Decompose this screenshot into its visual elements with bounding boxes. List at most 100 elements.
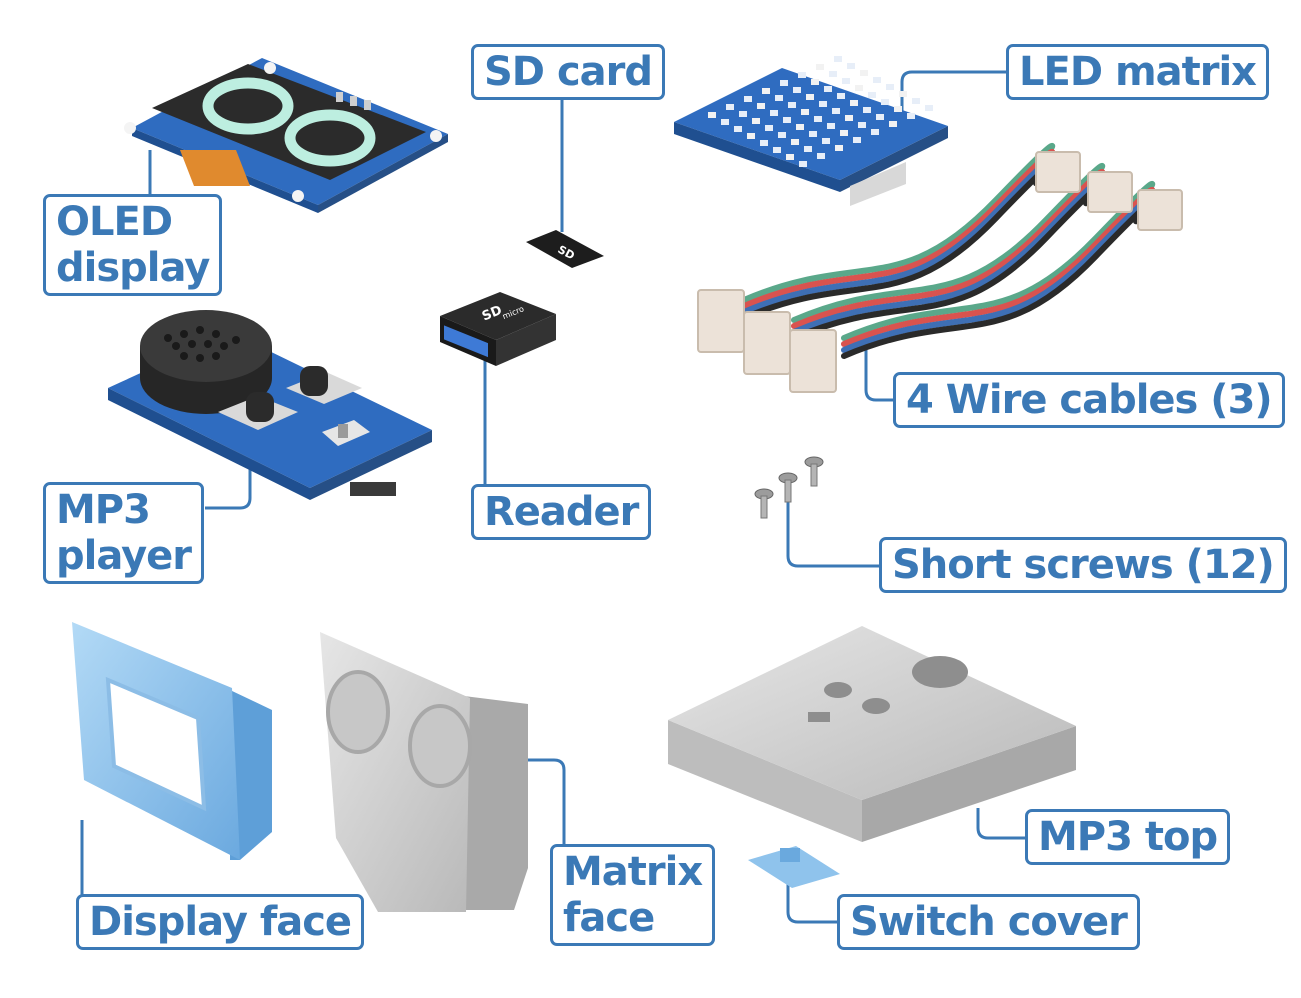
led-pixel: [822, 138, 830, 144]
oled-hole: [264, 62, 276, 74]
speaker-hole: [172, 342, 180, 350]
led-pixel: [780, 80, 788, 86]
mp3-player-part: [108, 310, 432, 500]
led-pixel: [801, 109, 809, 115]
led-pixel: [829, 71, 837, 77]
wire-connectors: [697, 151, 1183, 393]
speaker-hole: [164, 334, 172, 342]
leader-short-screws: [786, 500, 882, 568]
speaker-hole: [220, 342, 228, 350]
label-oled-display-line2: display: [56, 245, 210, 291]
speaker-hole: [180, 330, 188, 338]
mp3-top-hole: [912, 656, 968, 688]
led-matrix-edge-right: [840, 126, 948, 192]
switch-cover-base: [748, 846, 840, 888]
label-mp3-player-line2: player: [56, 533, 192, 579]
led-pixel: [871, 129, 879, 135]
led-pixel: [842, 78, 850, 84]
label-display-face: Display face: [76, 894, 365, 950]
leader-mp3-top: [976, 808, 1026, 840]
led-pixel: [791, 139, 799, 145]
speaker-hole: [204, 340, 212, 348]
mp3-pcb-edge: [108, 388, 310, 500]
oled-pcb-edge-right: [318, 134, 448, 213]
led-pixel: [837, 93, 845, 99]
leader-mp3-player: [205, 462, 252, 510]
label-short-screws: Short screws (12): [879, 537, 1287, 593]
led-pixel: [786, 154, 794, 160]
led-pixel: [847, 63, 855, 69]
oled-hole: [292, 190, 304, 202]
oled-pin: [350, 96, 357, 106]
sd-card-body: [526, 230, 604, 268]
matrix-face-side: [464, 696, 528, 910]
speaker-hole: [188, 340, 196, 348]
led-pixel: [765, 125, 773, 131]
label-switch-cover: Switch cover: [837, 894, 1140, 950]
led-pixel: [907, 113, 915, 119]
mp3-pcb-edge-right: [310, 430, 432, 500]
led-pixel: [824, 86, 832, 92]
label-led-matrix: LED matrix: [1006, 44, 1269, 100]
led-pixel: [858, 122, 866, 128]
led-matrix-connector: [850, 162, 906, 206]
wire-connector: [1137, 189, 1183, 231]
led-pixel: [819, 101, 827, 107]
mp3-switch-knob: [338, 424, 348, 438]
matrix-face-part: [320, 632, 528, 912]
led-pixel: [778, 132, 786, 138]
led-pixel: [783, 117, 791, 123]
oled-pin: [364, 100, 371, 110]
speaker-hole: [212, 352, 220, 360]
mp3-top-hole: [862, 698, 890, 714]
oled-flex-cable: [180, 150, 250, 186]
led-pixel: [762, 88, 770, 94]
wire-connector: [789, 329, 837, 393]
led-pixel: [757, 103, 765, 109]
short-screws-part: [754, 456, 824, 519]
led-pixel: [860, 70, 868, 76]
led-pixel: [798, 72, 806, 78]
leader-switch-cover: [786, 878, 838, 924]
led-pixel: [827, 123, 835, 129]
led-pixel: [889, 121, 897, 127]
led-pixel: [788, 102, 796, 108]
wire-connector: [1087, 171, 1133, 213]
label-reader: Reader: [471, 484, 652, 540]
label-sd-card: SD card: [471, 44, 665, 100]
led-pixel: [845, 115, 853, 121]
reader-logo: SD: [480, 303, 504, 325]
led-pixel: [726, 104, 734, 110]
led-pixel: [835, 145, 843, 151]
led-pixel: [811, 79, 819, 85]
label-mp3-player: MP3 player: [43, 482, 205, 584]
mp3-speaker-grille: [164, 326, 240, 362]
display-face-side: [230, 690, 272, 860]
led-pixel: [850, 100, 858, 106]
mp3-top-side-left: [668, 720, 862, 842]
label-mp3-top: MP3 top: [1025, 809, 1231, 865]
led-pixel: [760, 140, 768, 146]
reader-part: SD micro: [440, 292, 556, 366]
matrix-face-eye-left: [326, 670, 390, 754]
led-pixel: [773, 147, 781, 153]
display-face-part: [72, 622, 272, 860]
mp3-header: [350, 482, 396, 496]
led-pixel: [804, 146, 812, 152]
oled-pin: [336, 92, 343, 102]
label-oled-display: OLED display: [43, 194, 223, 296]
led-matrix-edge: [674, 122, 840, 192]
oled-hole: [124, 122, 136, 134]
wire-cables-part: [697, 142, 1183, 393]
leader-led-matrix: [900, 70, 1008, 112]
wire-connector: [697, 289, 745, 353]
mp3-button-cap: [246, 392, 274, 422]
reader-top: [440, 292, 556, 340]
screw: [804, 456, 824, 487]
led-pixel: [873, 77, 881, 83]
led-pixel: [853, 137, 861, 143]
led-pixel: [817, 153, 825, 159]
display-face-window: [105, 676, 207, 812]
